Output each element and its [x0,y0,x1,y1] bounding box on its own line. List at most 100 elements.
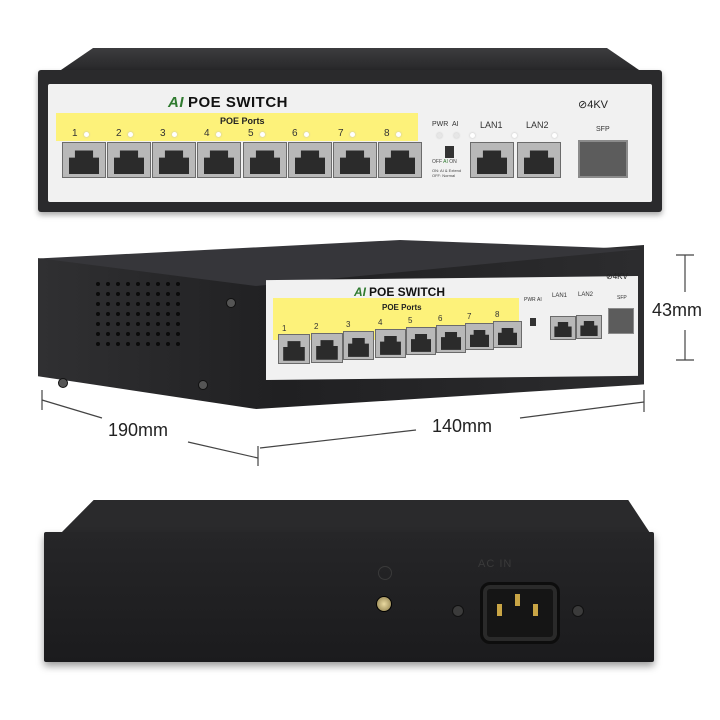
screw-icon [226,298,236,308]
front-poe-port[interactable] [152,142,196,178]
angled-port-number: 6 [438,314,443,323]
angled-port-number: 7 [467,312,472,321]
front-chassis-top [58,48,642,72]
front-switch-note-2: OFF: Normal [432,173,456,178]
front-port-led [304,132,309,137]
angled-surge-badge: ⊘4KV [606,272,628,281]
front-switch-note-1: ON: AI & Extend [432,168,462,173]
angled-sfp-port[interactable] [608,308,634,334]
front-poe-port[interactable] [288,142,332,178]
angled-poe-ports-label: POE Ports [382,303,422,312]
screw-icon [58,378,68,388]
angled-ai-label: AI [537,297,542,303]
back-panel [44,532,654,662]
ground-mark-icon [378,566,392,580]
vent-grid-icon [96,282,180,346]
angled-lan2-port[interactable] [576,315,602,339]
front-sfp-label: SFP [596,126,610,133]
front-switch-off: OFF [432,159,442,165]
angled-port-number: 3 [346,320,351,329]
front-port-led [350,132,355,137]
front-pwr-label: PWR [432,121,449,128]
angled-port-number: 1 [282,324,287,333]
front-surge-label: 4KV [587,99,609,111]
front-port-number: 8 [384,128,390,139]
ground-screw-icon [376,596,392,612]
front-lan2-port[interactable] [517,142,561,178]
front-lan1-port[interactable] [470,142,514,178]
angled-port-number: 8 [495,310,500,319]
angled-poe-port[interactable] [343,331,374,360]
angled-port-number: 5 [408,316,413,325]
angled-sfp-label: SFP [617,295,627,301]
front-port-number: 3 [160,128,166,139]
angled-pwr-label: PWR [524,297,536,303]
front-port-led [172,132,177,137]
power-inlet[interactable] [480,582,560,644]
front-lan-led [552,133,557,138]
front-pwr-led [437,133,442,138]
angled-brand-ai: AI [354,285,366,299]
front-poe-ports-label: POE Ports [220,116,265,126]
front-port-number: 4 [204,128,210,139]
angled-port-number: 2 [314,322,319,331]
front-ai-led [454,133,459,138]
front-poe-port[interactable] [107,142,151,178]
front-port-number: 6 [292,128,298,139]
angled-lan1-port[interactable] [550,316,576,340]
front-sfp-port[interactable] [578,140,628,178]
angled-lan2-label: LAN2 [578,292,594,298]
front-port-number: 2 [116,128,122,139]
power-pin-icon [497,604,502,616]
front-poe-highlight [56,113,418,141]
front-port-number: 5 [248,128,254,139]
front-port-led [216,132,221,137]
angled-poe-port[interactable] [278,334,310,364]
front-brand-name: POE SWITCH [188,94,289,111]
front-port-number: 1 [72,128,78,139]
angled-surge-label: 4KV [612,272,628,281]
angled-poe-port[interactable] [465,323,494,350]
front-poe-port[interactable] [197,142,241,178]
power-pin-icon [533,604,538,616]
front-port-led [84,132,89,137]
dimension-width: 140mm [432,416,493,436]
angled-brand-name: POE SWITCH [369,285,446,299]
screw-icon [452,605,464,617]
angled-side-vents [94,280,186,352]
dimension-depth: 190mm [108,420,169,440]
surge-icon: ⊘ [606,272,613,281]
angled-lan1-label: LAN1 [552,293,568,299]
front-ai-mode-switch[interactable] [445,146,454,158]
front-lan2-label: LAN2 [526,120,549,130]
surge-icon: ⊘ [578,99,588,111]
front-lan1-label: LAN1 [480,120,503,130]
front-poe-port[interactable] [243,142,287,178]
angled-port-number: 4 [378,318,383,327]
front-switch-labels: OFF AI ON [432,160,457,165]
front-poe-port[interactable] [333,142,377,178]
front-poe-port[interactable] [378,142,422,178]
power-pin-icon [515,594,520,606]
front-ai-label: AI [452,121,459,128]
front-switch-ai: AI [443,159,448,165]
angled-poe-port[interactable] [493,321,522,348]
dimension-height: 43mm [652,300,703,320]
front-port-number: 7 [338,128,344,139]
front-lan-led [470,133,475,138]
back-power-label: AC IN [478,558,513,570]
front-port-led [260,132,265,137]
front-port-led [396,132,401,137]
angled-ai-mode-switch[interactable] [530,318,536,326]
front-poe-port[interactable] [62,142,106,178]
back-chassis-top [58,500,652,536]
front-switch-on: ON [449,159,457,165]
screw-icon [572,605,584,617]
front-surge-badge: ⊘4KV [578,98,608,111]
screw-icon [198,380,208,390]
front-port-led [128,132,133,137]
front-brand-ai: AI [168,94,184,111]
